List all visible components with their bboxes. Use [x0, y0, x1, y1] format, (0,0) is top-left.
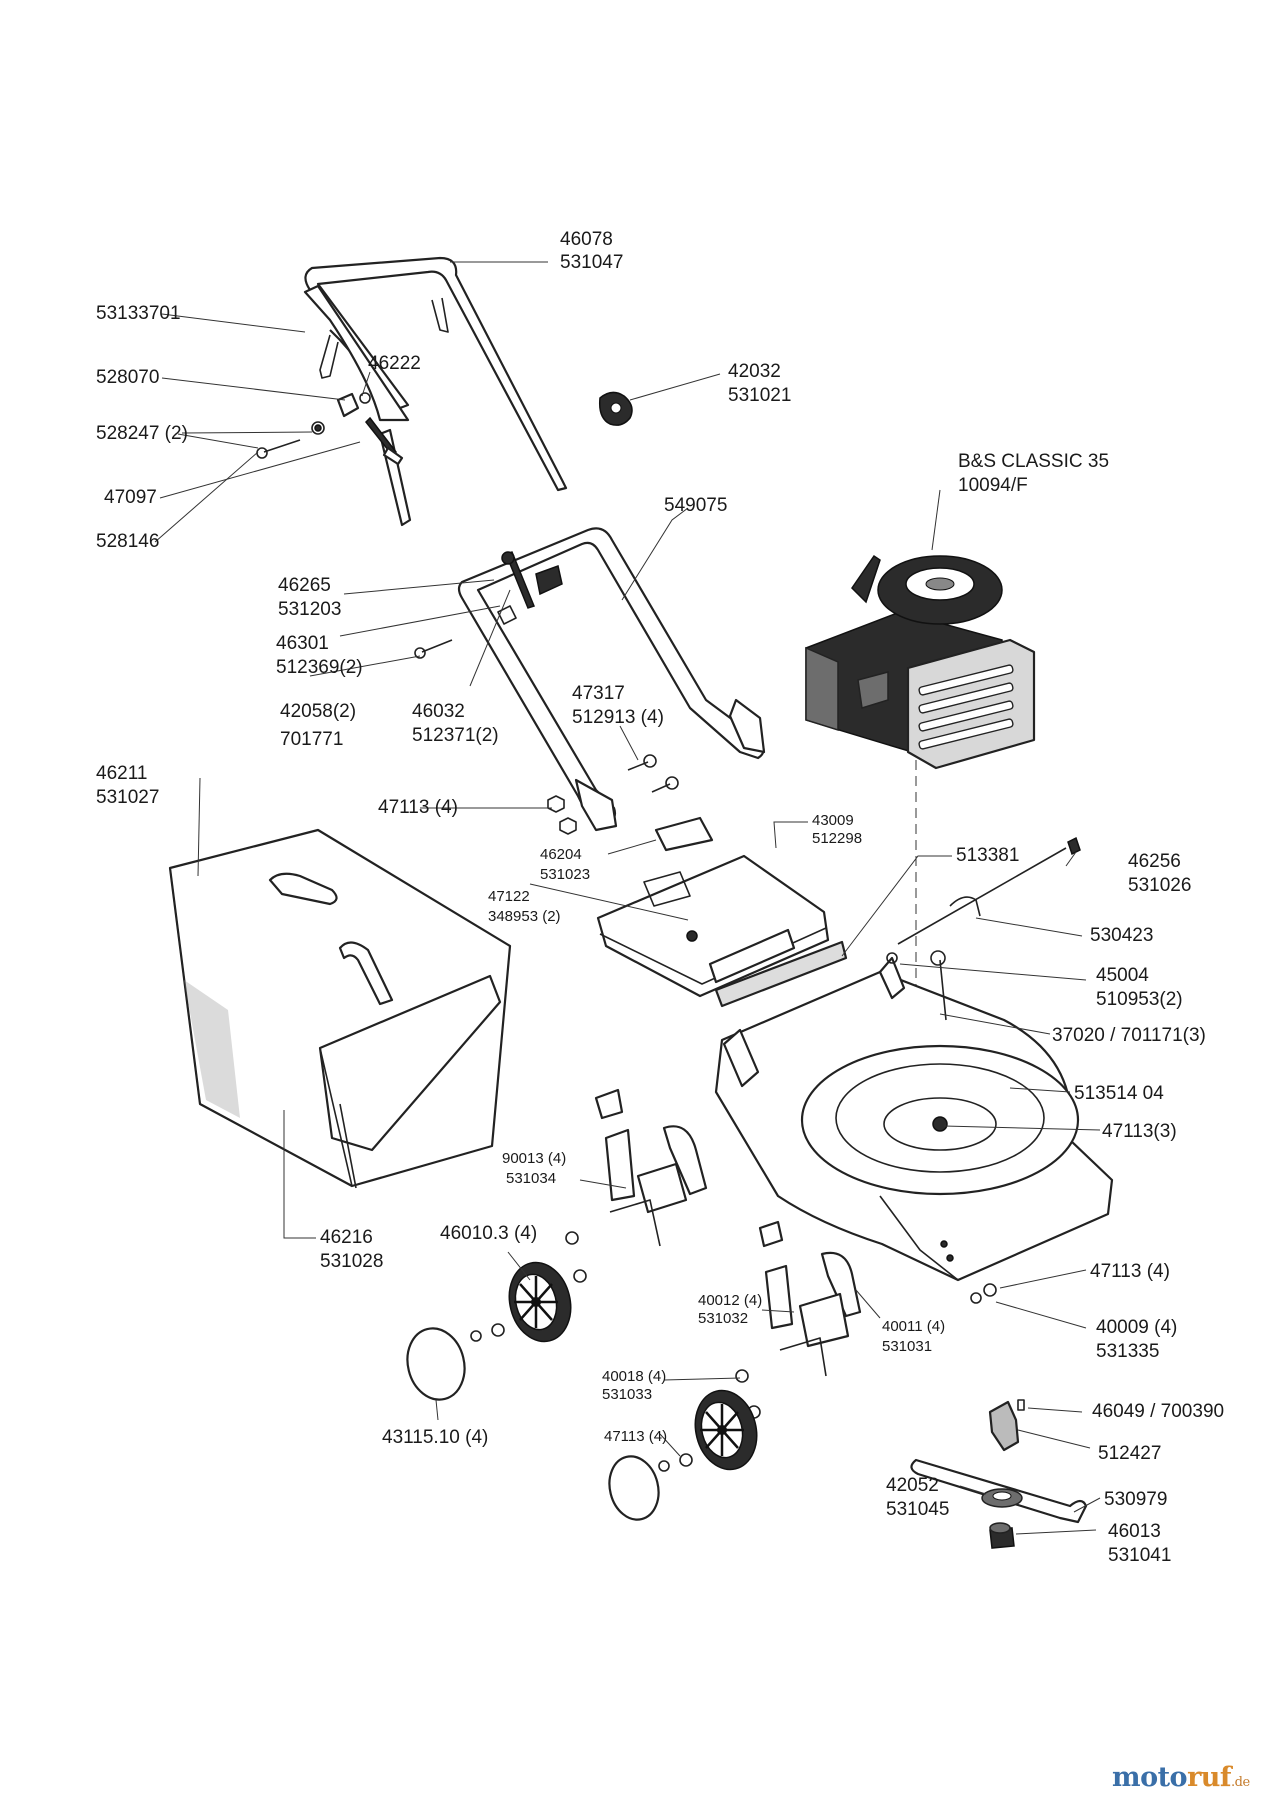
label-531028: 531028 — [320, 1251, 384, 1272]
engine — [805, 554, 1036, 770]
throttle-cable — [886, 836, 1081, 1021]
label-531026: 531026 — [1128, 875, 1192, 896]
label-528146: 528146 — [96, 531, 160, 552]
label-42058: 42058(2) — [280, 701, 357, 722]
label-37020: 37020 / 701171(3) — [1052, 1025, 1206, 1046]
label-40012: 40012 (4) — [698, 1292, 763, 1309]
handle-knob — [598, 391, 633, 426]
label-47113-d: 47113 (4) — [604, 1428, 668, 1445]
label-53133701: 53133701 — [96, 303, 181, 324]
watermark-tld: .de — [1231, 1775, 1250, 1790]
label-531033: 531033 — [602, 1386, 653, 1403]
label-46211: 46211 — [96, 763, 148, 784]
label-531031: 531031 — [882, 1338, 933, 1355]
label-46265: 46265 — [278, 575, 331, 596]
label-531203: 531203 — [278, 599, 342, 620]
label-90013: 90013 (4) — [502, 1150, 567, 1167]
leader-lines — [154, 261, 1101, 1535]
label-531041: 531041 — [1108, 1545, 1172, 1566]
label-512371: 512371(2) — [412, 725, 499, 746]
deck-washers — [970, 1283, 997, 1304]
label-531047: 531047 — [560, 252, 624, 273]
label-348953: 348953 (2) — [488, 908, 561, 925]
label-530423: 530423 — [1090, 925, 1154, 946]
watermark-text-b: ruf — [1187, 1762, 1232, 1793]
label-42052: 42052 — [886, 1475, 939, 1496]
label-40018: 40018 (4) — [602, 1368, 667, 1385]
handle-screws — [414, 639, 679, 835]
label-512427: 512427 — [1098, 1443, 1162, 1464]
label-46049: 46049 / 700390 — [1092, 1401, 1225, 1422]
label-530979: 530979 — [1104, 1489, 1168, 1510]
label-47113-b: 47113(3) — [1102, 1121, 1177, 1142]
label-46010: 46010.3 (4) — [440, 1223, 538, 1244]
label-47317: 47317 — [572, 683, 625, 704]
engine-code: 10094/F — [958, 475, 1028, 496]
label-531032: 531032 — [698, 1310, 749, 1327]
label-549075: 549075 — [664, 495, 728, 516]
front-axle-parts — [658, 1220, 862, 1472]
rear-wheel — [508, 1261, 572, 1343]
grass-deflector — [596, 816, 848, 1008]
label-45004: 45004 — [1096, 965, 1149, 986]
label-528070: 528070 — [96, 367, 160, 388]
engine-model: B&S CLASSIC 35 — [958, 451, 1110, 472]
label-46222: 46222 — [368, 353, 421, 374]
label-531045: 531045 — [886, 1499, 950, 1520]
label-531034: 531034 — [506, 1170, 557, 1187]
lower-handle — [457, 527, 766, 832]
label-46256: 46256 — [1128, 851, 1181, 872]
label-46301: 46301 — [276, 633, 329, 654]
label-46032: 46032 — [412, 701, 465, 722]
grass-catcher — [168, 828, 512, 1189]
label-47113-a: 47113 (4) — [378, 797, 458, 818]
handle-fixings — [256, 392, 404, 466]
blade-assembly — [910, 1399, 1088, 1549]
label-47122: 47122 — [488, 888, 530, 905]
label-46078: 46078 — [560, 229, 613, 250]
label-513381: 513381 — [956, 845, 1020, 866]
label-528247: 528247 (2) — [96, 423, 188, 444]
label-512369: 512369(2) — [276, 657, 363, 678]
label-531335: 531335 — [1096, 1341, 1160, 1362]
label-40011: 40011 (4) — [882, 1318, 946, 1335]
mower-deck — [714, 956, 1114, 1282]
label-47097: 47097 — [104, 487, 157, 508]
label-701771: 701771 — [280, 729, 344, 750]
rear-hubcap — [406, 1327, 466, 1401]
upper-handle — [303, 256, 568, 527]
label-531027: 531027 — [96, 787, 160, 808]
label-512913: 512913 (4) — [572, 707, 664, 728]
label-43009: 43009 — [812, 812, 854, 829]
label-510953: 510953(2) — [1096, 989, 1183, 1010]
rear-axle-parts — [470, 1088, 708, 1342]
label-40009: 40009 (4) — [1096, 1317, 1178, 1338]
label-46013: 46013 — [1108, 1521, 1161, 1542]
label-46204: 46204 — [540, 846, 582, 863]
label-43115: 43115.10 (4) — [382, 1427, 489, 1448]
front-wheel — [694, 1389, 758, 1471]
watermark-text-a: moto — [1112, 1762, 1188, 1793]
label-46216: 46216 — [320, 1227, 373, 1248]
front-hubcap — [608, 1455, 660, 1521]
label-531023: 531023 — [540, 866, 591, 883]
label-42032: 42032 — [728, 361, 781, 382]
label-513514: 513514 04 — [1074, 1083, 1164, 1104]
label-512298: 512298 — [812, 830, 863, 847]
watermark-logo: motoruf.de — [1112, 1762, 1250, 1793]
label-531021: 531021 — [728, 385, 792, 406]
label-47113-c: 47113 (4) — [1090, 1261, 1170, 1282]
